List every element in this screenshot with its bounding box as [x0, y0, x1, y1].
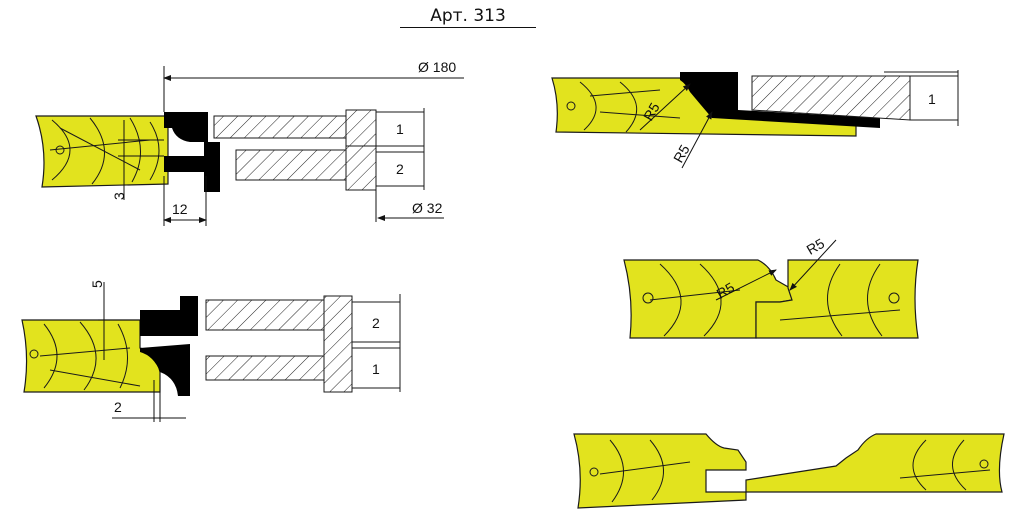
figure-3-cutter: 1 R5 R5 — [551, 70, 959, 169]
cutter-profile-lower — [164, 142, 220, 192]
cutter-3 — [680, 72, 880, 128]
wood-grain-5 — [599, 439, 991, 503]
dim-5-label: 5 — [89, 280, 105, 288]
wood-grain-3 — [579, 81, 681, 133]
workpiece-1 — [35, 115, 169, 188]
spindle-hub-lower — [235, 149, 347, 181]
knot-3 — [566, 101, 576, 111]
knot-4b — [888, 292, 900, 304]
wood-grain-4 — [649, 263, 901, 337]
spindle-2-flange — [323, 295, 353, 393]
wood-grain-1 — [49, 117, 160, 185]
radius-4a: R5 — [714, 279, 738, 302]
spindle-2-hub-upper — [205, 299, 325, 331]
knot-5b — [979, 459, 989, 469]
spindle-slot-1 — [375, 111, 425, 147]
slot-label-1: 1 — [396, 121, 404, 137]
figure-1-cutter-set: Ø 180 Ø 32 1 2 3 12 — [35, 59, 464, 226]
article-title: Арт. 313 — [400, 6, 536, 28]
slot-3-label-1: 1 — [928, 91, 936, 107]
wood-grain-2 — [39, 321, 141, 391]
figure-4-joint: R5 R5 — [623, 235, 919, 339]
slot-label-2: 2 — [396, 161, 404, 177]
slot-2-label-1: 1 — [372, 361, 380, 377]
dim-180-label: Ø 180 — [418, 59, 456, 75]
slot-2-label-2: 2 — [372, 315, 380, 331]
spindle-flange — [345, 109, 377, 191]
figure-2-cutter-set: 2 1 5 2 — [21, 280, 401, 422]
dim-32-label: Ø 32 — [412, 200, 443, 216]
spindle-2-slot-1 — [351, 347, 401, 389]
figure-5-joint — [573, 433, 1005, 509]
dim-3-label: 3 — [111, 192, 127, 200]
knot-4a — [642, 292, 654, 304]
cutter-2-lower — [140, 344, 190, 396]
knot-1 — [55, 145, 65, 155]
spindle-hub-upper — [213, 115, 347, 139]
knot-2 — [29, 349, 39, 359]
dim-2-label: 2 — [114, 399, 122, 415]
cutter-profile-upper — [164, 112, 208, 142]
knot-5a — [589, 467, 599, 477]
spindle-2-hub-lower — [205, 355, 325, 381]
spindle-3-slot-1 — [909, 75, 959, 121]
dim-12-label: 12 — [172, 201, 188, 217]
cutter-2-upper — [140, 296, 198, 336]
radius-4b: R5 — [804, 235, 828, 258]
radius-3b: R5 — [670, 142, 693, 166]
workpiece-5-right — [745, 433, 1005, 493]
spindle-slot-2 — [375, 151, 425, 187]
radius-3a: R5 — [640, 100, 663, 124]
spindle-2-slot-2 — [351, 301, 401, 343]
workpiece-5-left — [573, 433, 747, 509]
